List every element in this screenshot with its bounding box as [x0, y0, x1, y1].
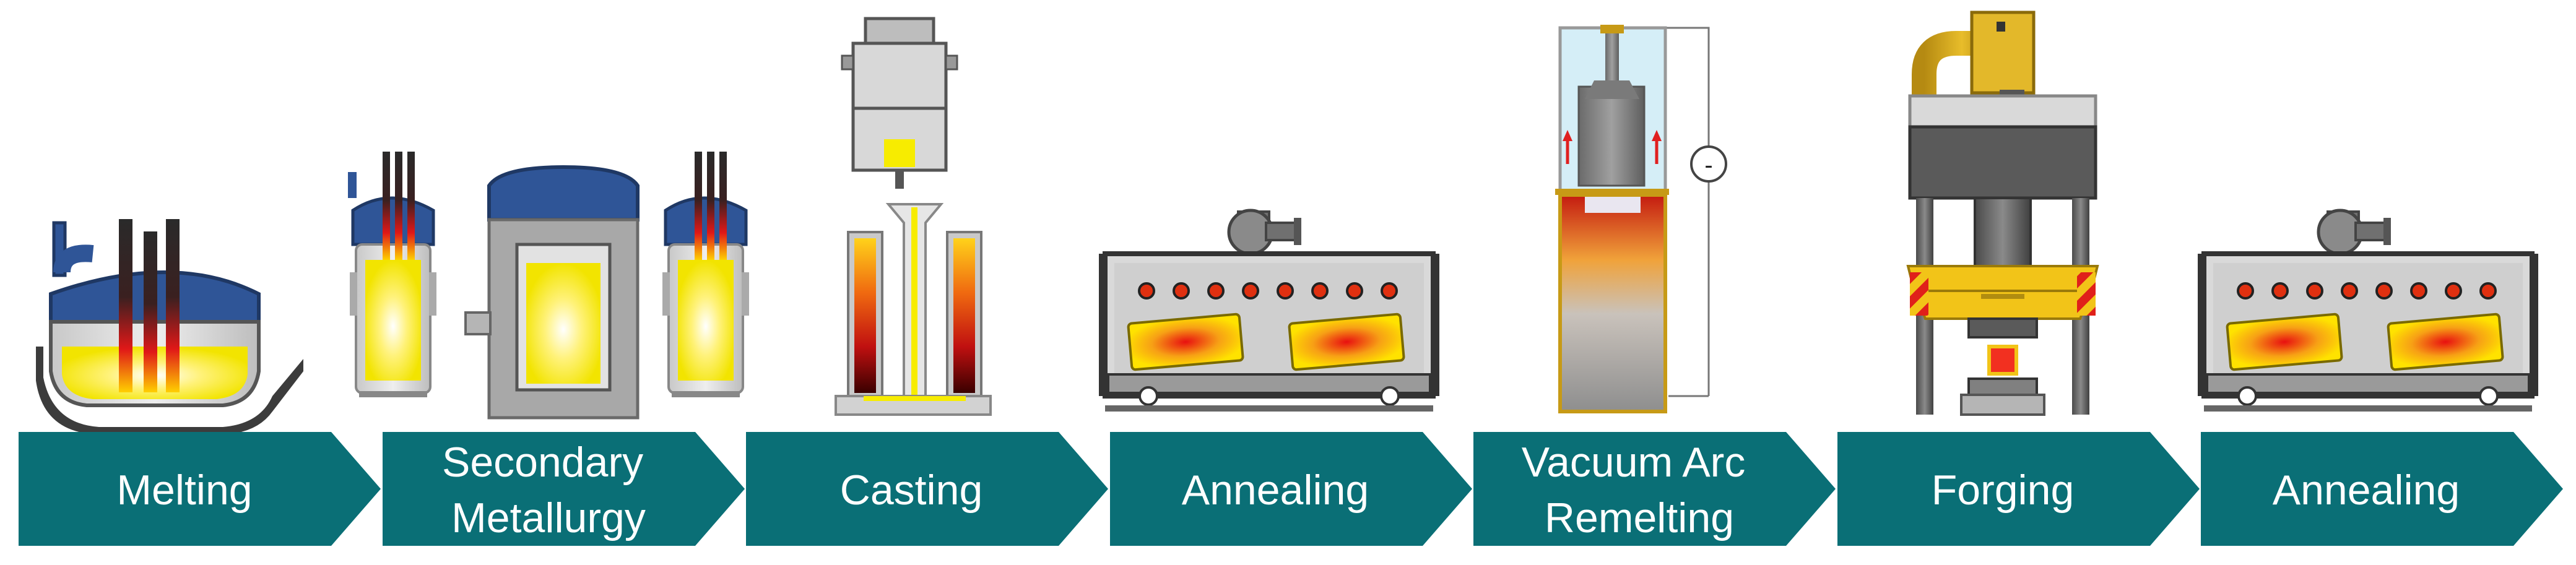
step-label: Melting — [116, 467, 252, 514]
step-vacuum-arc-remelting: Vacuum Arc Remelting — [1473, 432, 1836, 546]
step-label: Secondary Metallurgy — [442, 439, 655, 541]
process-steps: Melting Secondary Metallurgy Casting Ann… — [19, 432, 2563, 546]
step-label-line: Remelting — [1545, 494, 1734, 541]
step-label: Casting — [840, 467, 983, 514]
step-label-line: Secondary — [442, 439, 643, 486]
power-supply-symbol: - — [1704, 152, 1712, 179]
electric-arc-furnace-icon — [36, 219, 303, 434]
step-label-line: Forging — [1932, 467, 2075, 514]
heater-row — [1138, 282, 1398, 300]
annealing-furnace-icon — [1099, 209, 1439, 412]
step-label-line: Casting — [840, 467, 983, 514]
step-annealing: Annealing — [1110, 432, 1472, 546]
ladle-and-vacuum-degassing-icon — [348, 152, 749, 420]
heater-row — [2237, 282, 2497, 300]
vacuum-arc-remelting-furnace-icon: - — [1555, 25, 1727, 413]
step-label-line: Melting — [116, 467, 252, 514]
step-label-line: Vacuum Arc — [1522, 439, 1746, 486]
step-label-line: Annealing — [1182, 467, 1369, 514]
ladle-left — [348, 152, 436, 397]
step-label-line: Annealing — [2273, 467, 2460, 514]
step-casting: Casting — [746, 432, 1108, 546]
step-secondary-metallurgy: Secondary Metallurgy — [383, 432, 745, 546]
step-label: Vacuum Arc Remelting — [1522, 439, 1757, 541]
step-label: Annealing — [2273, 467, 2460, 514]
step-label: Annealing — [1182, 467, 1369, 514]
step-forging: Forging — [1837, 432, 2200, 546]
vacuum-degassing-chamber — [464, 165, 640, 420]
step-label: Forging — [1932, 467, 2075, 514]
tundish-and-mold-icon — [835, 17, 992, 416]
annealing-furnace-icon — [2198, 209, 2538, 412]
step-melting: Melting — [19, 432, 381, 546]
step-label-line: Metallurgy — [451, 494, 646, 541]
forging-press-icon — [1906, 11, 2099, 416]
ladle-right — [662, 152, 749, 397]
step-annealing-final: Annealing — [2201, 432, 2563, 546]
